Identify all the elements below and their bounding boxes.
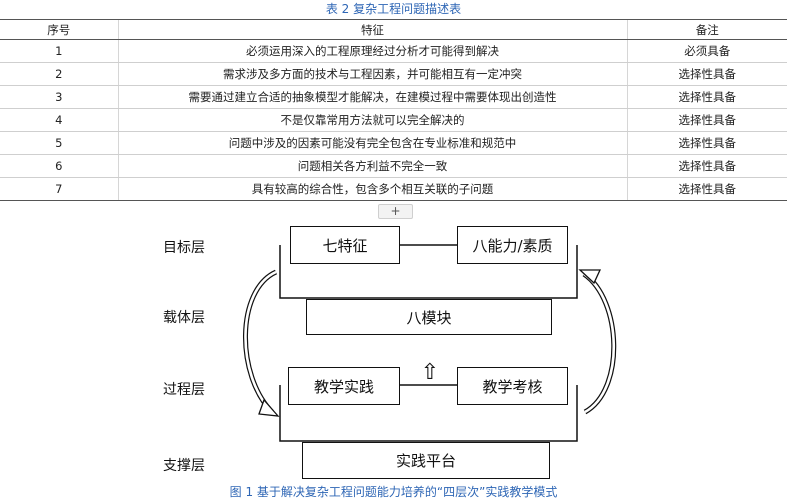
row-feature: 需要通过建立合适的抽象模型才能解决，在建模过程中需要体现出创造性 — [117, 85, 627, 109]
left-arrow-head — [258, 398, 280, 417]
row-feature: 具有较高的综合性，包含多个相互关联的子问题 — [117, 177, 627, 201]
row-index: 6 — [0, 154, 118, 178]
table-row: 1 必须运用深入的工程原理经过分析才可能得到解决 必须具备 — [0, 39, 787, 63]
table-row: 7 具有较高的综合性，包含多个相互关联的子问题 选择性具备 — [0, 177, 787, 201]
row-note: 选择性具备 — [626, 62, 787, 86]
table-row: 5 问题中涉及的因素可能没有完全包含在专业标准和规范中 选择性具备 — [0, 131, 787, 155]
layer-label-support: 支撑层 — [163, 458, 205, 474]
row-feature: 问题中涉及的因素可能没有完全包含在专业标准和规范中 — [117, 131, 627, 155]
up-arrow-icon: ⇧ — [420, 360, 440, 385]
table-row: 6 问题相关各方利益不完全一致 选择性具备 — [0, 154, 787, 178]
table-row: 2 需求涉及多方面的技术与工程因素，并可能相互有一定冲突 选择性具备 — [0, 62, 787, 86]
row-note: 选择性具备 — [626, 177, 787, 201]
row-note: 选择性具备 — [626, 85, 787, 109]
requirements-table: 序号 特征 备注 1 必须运用深入的工程原理经过分析才可能得到解决 必须具备 2… — [0, 19, 787, 201]
header-index: 序号 — [0, 19, 118, 40]
box-eight-abilities: 八能力/素质 — [457, 226, 568, 264]
box-seven-features: 七特征 — [290, 226, 400, 264]
box-practice-platform: 实践平台 — [302, 442, 550, 479]
row-index: 1 — [0, 39, 118, 63]
row-index: 4 — [0, 108, 118, 132]
row-feature: 必须运用深入的工程原理经过分析才可能得到解决 — [117, 39, 627, 63]
header-note: 备注 — [626, 19, 787, 40]
row-feature: 不是仅靠常用方法就可以完全解决的 — [117, 108, 627, 132]
header-feature: 特征 — [117, 19, 627, 40]
table-row: 3 需要通过建立合适的抽象模型才能解决，在建模过程中需要体现出创造性 选择性具备 — [0, 85, 787, 109]
row-index: 3 — [0, 85, 118, 109]
add-row-button[interactable]: + — [378, 204, 413, 219]
layer-label-process: 过程层 — [163, 382, 205, 398]
row-feature: 需求涉及多方面的技术与工程因素，并可能相互有一定冲突 — [117, 62, 627, 86]
right-curved-arrow — [582, 271, 617, 415]
row-index: 7 — [0, 177, 118, 201]
table-row: 4 不是仅靠常用方法就可以完全解决的 选择性具备 — [0, 108, 787, 132]
row-index: 5 — [0, 131, 118, 155]
row-note: 选择性具备 — [626, 108, 787, 132]
figure-caption: 图 1 基于解决复杂工程问题能力培养的“四层次”实践教学模式 — [229, 485, 558, 499]
top-bracket — [279, 245, 578, 299]
row-note: 选择性具备 — [626, 154, 787, 178]
right-arrow-head — [578, 269, 602, 285]
box-teaching-practice: 教学实践 — [288, 367, 400, 405]
row-note: 必须具备 — [626, 39, 787, 63]
left-curved-arrow — [243, 269, 278, 414]
bottom-bracket — [279, 385, 578, 442]
table-header-row: 序号 特征 备注 — [0, 19, 787, 40]
layer-label-carrier: 载体层 — [163, 310, 205, 326]
row-feature: 问题相关各方利益不完全一致 — [117, 154, 627, 178]
box-eight-modules: 八模块 — [306, 299, 552, 335]
row-note: 选择性具备 — [626, 131, 787, 155]
layer-label-target: 目标层 — [163, 240, 205, 256]
box-teaching-assessment: 教学考核 — [457, 367, 568, 405]
row-index: 2 — [0, 62, 118, 86]
table-caption: 表 2 复杂工程问题描述表 — [325, 2, 462, 16]
